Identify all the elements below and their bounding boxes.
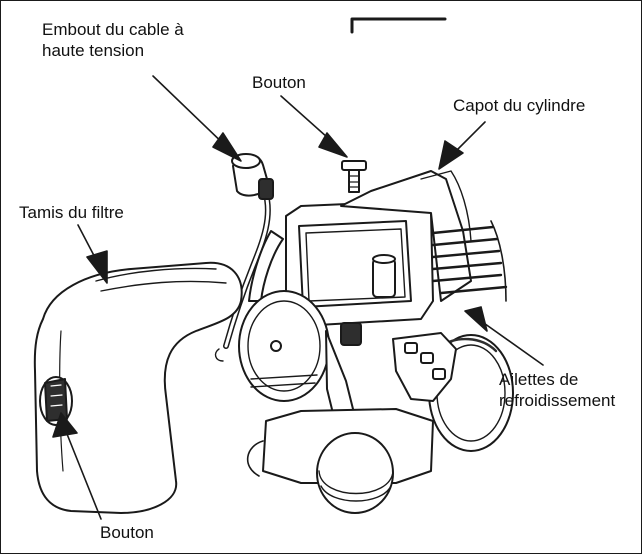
label-embout-cable: Embout du cable à haute tension: [42, 19, 252, 61]
label-ailettes-line1: Ailettes de: [499, 369, 639, 390]
label-embout-line1: Embout du cable à: [42, 19, 252, 40]
allen-key-tool: [352, 19, 445, 32]
label-tamis-filtre: Tamis du filtre: [19, 202, 124, 223]
top-knob-part: [342, 161, 366, 192]
label-ailettes-line2: refroidissement: [499, 390, 639, 411]
label-bouton-top: Bouton: [252, 72, 306, 93]
engine-body-part: [216, 171, 513, 513]
label-embout-line2: haute tension: [42, 40, 252, 61]
filter-cover-part: [35, 263, 242, 513]
label-ailettes: Ailettes de refroidissement: [499, 369, 639, 411]
label-bouton-bottom: Bouton: [100, 522, 154, 543]
label-capot-cylindre: Capot du cylindre: [453, 95, 585, 116]
